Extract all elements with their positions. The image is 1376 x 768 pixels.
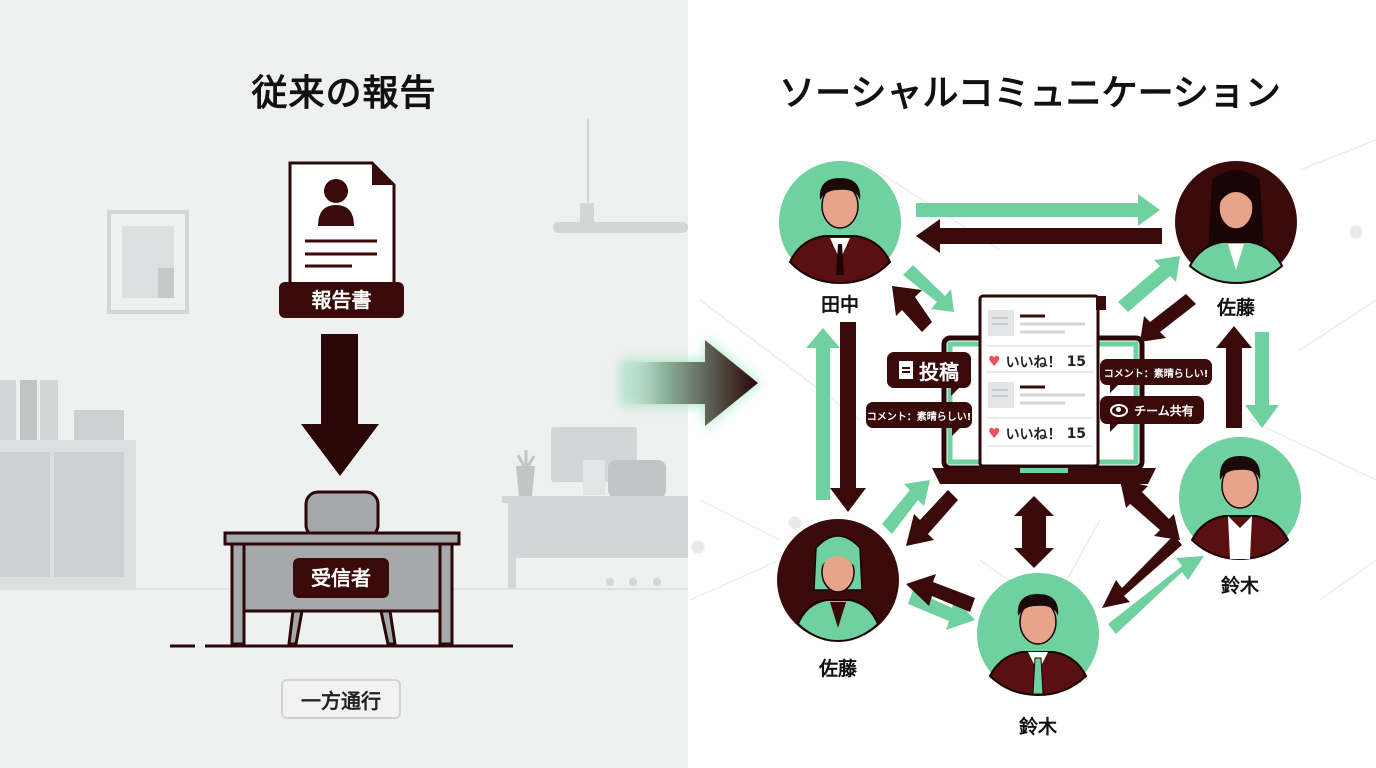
like-label: いいね！ <box>1005 355 1062 371</box>
avatar-suzuki-right <box>1179 437 1301 561</box>
arrow-tanaka-to-laptop <box>903 265 954 312</box>
social-communication-title: ソーシャルコミュニケーション <box>779 73 1281 114</box>
comment-bubble-right: コメント：素晴らしい! <box>1100 359 1212 393</box>
post-bubble: 投稿 <box>887 352 971 396</box>
arrow-up-to-tanaka <box>806 328 840 500</box>
person-name-suzuki-right: 鈴木 <box>1220 575 1259 597</box>
person-name-sato-bottom: 佐藤 <box>818 658 857 680</box>
receiver-label: 受信者 <box>293 558 389 598</box>
binder <box>20 380 37 440</box>
heart-icon: ♥ <box>988 354 1001 370</box>
like-count: 15 <box>1066 354 1087 370</box>
feed-like-row: ♥ いいね！ 15 <box>988 424 1086 444</box>
avatar-sato-bottom <box>777 519 899 643</box>
social-feed-panel <box>978 294 1106 468</box>
like-count: 15 <box>1066 426 1087 442</box>
team-share-label: チーム共有 <box>1134 403 1194 418</box>
heart-icon: ♥ <box>988 426 1001 442</box>
document-icon <box>899 361 913 379</box>
book-stack <box>74 410 124 440</box>
arrow-tanaka-down <box>830 322 866 512</box>
arrow-laptop-to-sato <box>1118 256 1180 312</box>
avatar-sato-top <box>1175 161 1297 285</box>
eye-icon <box>1110 403 1129 417</box>
arrow-laptop-to-sato2 <box>906 490 958 546</box>
avatar-suzuki-bottom <box>977 573 1099 697</box>
pendant-lamp <box>553 222 688 233</box>
arrow-sato-down <box>1245 332 1279 428</box>
person-name-sato-top: 佐藤 <box>1216 297 1255 319</box>
down-arrow-icon <box>301 334 379 476</box>
report-document-icon <box>288 161 396 292</box>
person-name-suzuki-bottom: 鈴木 <box>1018 716 1057 738</box>
feed-like-row: ♥ いいね！ 15 <box>988 352 1086 372</box>
binder <box>40 380 58 440</box>
like-label: いいね！ <box>1005 427 1062 443</box>
transition-arrow-icon <box>610 340 758 426</box>
report-label: 報告書 <box>279 282 404 318</box>
traditional-report-title: 従来の報告 <box>251 73 437 114</box>
arrow-up-to-sato <box>1216 326 1252 428</box>
comment-bubble-left: コメント：素晴らしい! <box>866 402 972 436</box>
communication-arrows <box>806 194 1279 634</box>
arrow-sato-to-laptop <box>1140 294 1196 342</box>
binder <box>0 380 16 440</box>
avatar-tanaka <box>779 161 901 285</box>
arrow-suzuki-to-sato2 <box>906 574 975 612</box>
arrow-laptop-to-tanaka <box>892 286 932 332</box>
arrow-suzuki-to-suzuki-right <box>1108 556 1204 634</box>
plant <box>516 466 535 496</box>
one-way-badge: 一方通行 <box>281 679 401 719</box>
arrow-tanaka-to-sato <box>916 194 1160 226</box>
office-chair <box>608 460 666 498</box>
arrow-laptop-suzuki-bidirectional <box>1014 496 1054 568</box>
side-desk <box>502 496 688 503</box>
office-background <box>0 118 688 590</box>
wall-picture-frame <box>107 210 189 314</box>
post-label: 投稿 <box>919 359 959 384</box>
arrow-suzuki-right-to-laptop-dark <box>1120 480 1176 536</box>
arrow-sato2-to-laptop <box>882 480 930 534</box>
arrow-sato-to-tanaka <box>916 219 1162 253</box>
arrow-suzuki-right-to-suzuki <box>1102 535 1182 608</box>
person-name-tanaka: 田中 <box>820 294 859 316</box>
team-share-bubble: チーム共有 <box>1100 396 1204 432</box>
